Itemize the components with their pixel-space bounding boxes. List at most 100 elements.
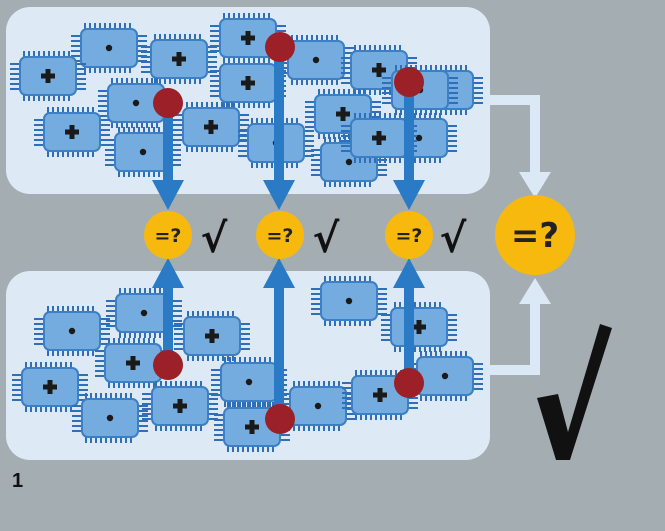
plus-icon [69, 125, 75, 139]
bottom-chip-plus [381, 302, 457, 352]
top-chip-plus [34, 107, 110, 157]
plus-icon [377, 388, 383, 402]
plus-icon [47, 380, 53, 394]
bottom-chip-dot [407, 351, 483, 401]
dot-icon [345, 158, 353, 166]
global-comparison-badge [495, 195, 575, 275]
top-arrow-shaft-3 [404, 82, 414, 183]
top-chip-plus [173, 102, 249, 152]
bottom-arrowhead-1 [152, 258, 184, 288]
bottom-chip-plus [174, 311, 250, 361]
comparison-label: =? [155, 225, 182, 247]
top-chip-plus [210, 58, 286, 108]
top-arrow-shaft-2 [274, 47, 284, 183]
bottom-chip-group [12, 276, 483, 452]
dot-icon [314, 402, 322, 410]
bottom-chip-dot [106, 288, 182, 338]
large-checkmark-icon [537, 324, 612, 460]
top-arrowhead-2 [263, 180, 295, 210]
plus-icon [130, 356, 136, 370]
bottom-arrow-shaft-1 [163, 285, 173, 365]
comparison-label: =? [396, 225, 423, 247]
plus-icon [176, 52, 182, 66]
top-chip-dot [278, 35, 354, 85]
bottom-connector-arrowhead [519, 278, 551, 304]
comparison-badge [144, 211, 192, 259]
top-arrow-shaft-1 [163, 103, 173, 183]
plus-icon [45, 69, 51, 83]
bottom-arrow-shaft-2 [274, 285, 284, 419]
dot-icon [312, 56, 320, 64]
top-chip-plus [141, 34, 217, 84]
plus-icon [376, 131, 382, 145]
top-chip-plus [341, 113, 417, 163]
top-chip-dot [71, 23, 147, 73]
dot-icon [345, 297, 353, 305]
bottom-arrows [152, 258, 425, 419]
checkmark-icon: √ [313, 216, 340, 262]
top-arrowhead-3 [393, 180, 425, 210]
bottom-arrowhead-3 [393, 258, 425, 288]
local-check-1: =? √ [144, 211, 228, 262]
dot-icon [106, 414, 114, 422]
top-connector-arrowhead [519, 172, 551, 198]
comparison-label: =? [267, 225, 294, 247]
bottom-probe-3 [394, 368, 424, 398]
plus-icon [340, 107, 346, 121]
dot-icon [441, 372, 449, 380]
dot-icon [68, 327, 76, 335]
bottom-chip-dot [280, 381, 356, 431]
top-chip-dot [105, 127, 181, 177]
plus-icon [416, 320, 422, 334]
bottom-probe-2 [265, 404, 295, 434]
global-comparison-label: =? [511, 216, 559, 256]
checkmark-icon: √ [201, 216, 228, 262]
plus-icon [208, 120, 214, 134]
plus-icon [245, 76, 251, 90]
local-check-3: =? √ [385, 211, 467, 262]
dot-icon [245, 378, 253, 386]
plus-icon [249, 420, 255, 434]
top-probe-2 [265, 32, 295, 62]
top-chip-dot [311, 137, 387, 187]
top-probe-3 [394, 67, 424, 97]
top-arrows [152, 47, 425, 210]
dot-icon [132, 99, 140, 107]
top-probe-1 [153, 88, 183, 118]
bottom-chip-dot [72, 393, 148, 443]
top-chip-group [10, 13, 483, 187]
plus-icon [376, 63, 382, 77]
top-chip-plus [210, 13, 286, 63]
figure-label: 1 [12, 470, 24, 492]
dot-icon [139, 148, 147, 156]
top-chip-dot [381, 113, 457, 163]
dot-icon [140, 309, 148, 317]
bottom-arrowhead-2 [263, 258, 295, 288]
bottom-chip-dot [34, 306, 110, 356]
dot-icon [415, 134, 423, 142]
comparison-badge [385, 211, 433, 259]
plus-icon [209, 329, 215, 343]
comparison-badge [256, 211, 304, 259]
top-chip-plus [10, 51, 86, 101]
plus-icon [245, 31, 251, 45]
bottom-arrow-shaft-3 [404, 285, 414, 383]
local-check-2: =? √ [256, 211, 340, 262]
bottom-chip-dot [311, 276, 387, 326]
top-chip-plus [305, 89, 381, 139]
bottom-chip-plus [214, 402, 290, 452]
top-chip-dot [98, 78, 174, 128]
bottom-probe-1 [153, 350, 183, 380]
dot-icon [105, 44, 113, 52]
checkmark-icon: √ [440, 216, 467, 262]
global-check: =? [495, 195, 612, 460]
plus-icon [177, 399, 183, 413]
bottom-chip-plus [342, 370, 418, 420]
bottom-chip-dot [211, 357, 287, 407]
top-arrowhead-1 [152, 180, 184, 210]
bottom-chip-plus [142, 381, 218, 431]
bottom-chip-plus [95, 338, 171, 388]
bottom-chip-plus [12, 362, 88, 412]
